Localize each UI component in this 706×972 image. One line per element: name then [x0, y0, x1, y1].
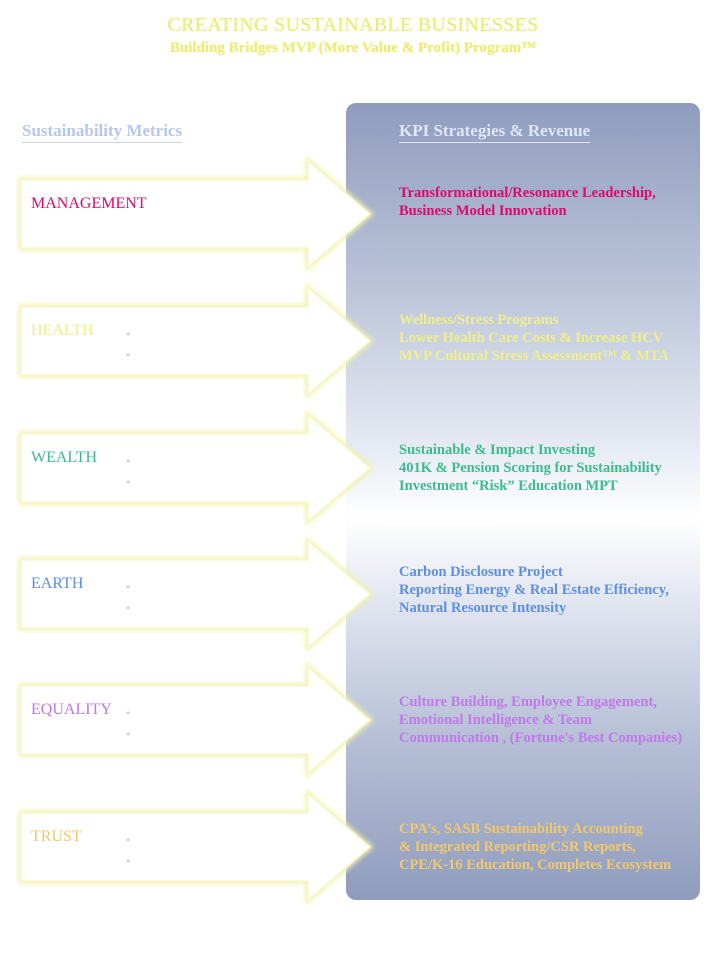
kpi-line: Sustainable & Impact Investing [399, 442, 596, 458]
kpi-line: Reporting Energy & Real Estate Efficienc… [399, 582, 669, 598]
kpi-line: Wellness/Stress Programs [399, 312, 559, 328]
arrow-shape [18, 282, 374, 400]
arrow-shape [18, 409, 374, 527]
column-header-metrics: Sustainability Metrics [22, 121, 183, 143]
metric-label: MANAGEMENT [31, 195, 147, 212]
arrow-shape [18, 788, 374, 906]
metric-label: EARTH [31, 575, 84, 592]
kpi-line: Communication , (Fortune's Best Companie… [399, 730, 683, 746]
kpi-line: CPA’s, SASB Sustainability Accounting [399, 821, 643, 837]
kpi-text: CPA’s, SASB Sustainability Accounting & I… [399, 820, 699, 874]
kpi-text: Culture Building, Employee Engagement, Em… [399, 693, 699, 747]
kpi-line: Culture Building, Employee Engagement, [399, 694, 657, 710]
kpi-line: Transformational/Resonance Leadership, [399, 185, 656, 201]
kpi-line: 401K & Pension Scoring for Sustainabilit… [399, 460, 662, 476]
metric-label: WEALTH [31, 449, 98, 466]
metric-label: TRUST [31, 828, 82, 845]
kpi-line: Emotional Intelligence & Team [399, 712, 592, 728]
bullet-point: • [126, 601, 131, 615]
bullet-point: • [126, 348, 131, 362]
bullet-point: • [126, 854, 131, 868]
metric-label: EQUALITY [31, 701, 112, 718]
kpi-line: CPE/K-16 Education, Completes Ecosystem [399, 857, 672, 873]
metric-label: HEALTH [31, 322, 94, 339]
kpi-line: Lower Health Care Costs & Increase HCV [399, 330, 664, 346]
kpi-line: Investment “Risk” Education MPT [399, 478, 618, 494]
kpi-line: Natural Resource Intensity [399, 600, 567, 616]
bullet-point: • [126, 833, 131, 847]
bullet-point: • [126, 327, 131, 341]
kpi-line: Business Model Innovation [399, 203, 567, 219]
bullet-point: • [126, 706, 131, 720]
bullet-point: • [126, 580, 131, 594]
arrow-shape [18, 661, 374, 779]
kpi-line: Carbon Disclosure Project [399, 564, 563, 580]
kpi-text: Sustainable & Impact Investing 401K & Pen… [399, 441, 699, 495]
column-header-kpi: KPI Strategies & Revenue [399, 121, 591, 143]
kpi-line: MVP Cultural Stress Assessment™ & MTA [399, 348, 669, 364]
arrow-shape [18, 155, 374, 273]
bullet-point: • [126, 727, 131, 741]
page-subtitle: Building Bridges MVP (More Value & Profi… [169, 40, 537, 56]
kpi-line: & Integrated Reporting/CSR Reports, [399, 839, 636, 855]
page-title: CREATING SUSTAINABLE BUSINESSES [167, 14, 539, 36]
kpi-text: Transformational/Resonance Leadership, Bu… [399, 184, 699, 220]
bullet-point: • [126, 475, 131, 489]
kpi-panel [346, 103, 700, 900]
bullet-point: • [126, 454, 131, 468]
arrow-shape [18, 535, 374, 653]
